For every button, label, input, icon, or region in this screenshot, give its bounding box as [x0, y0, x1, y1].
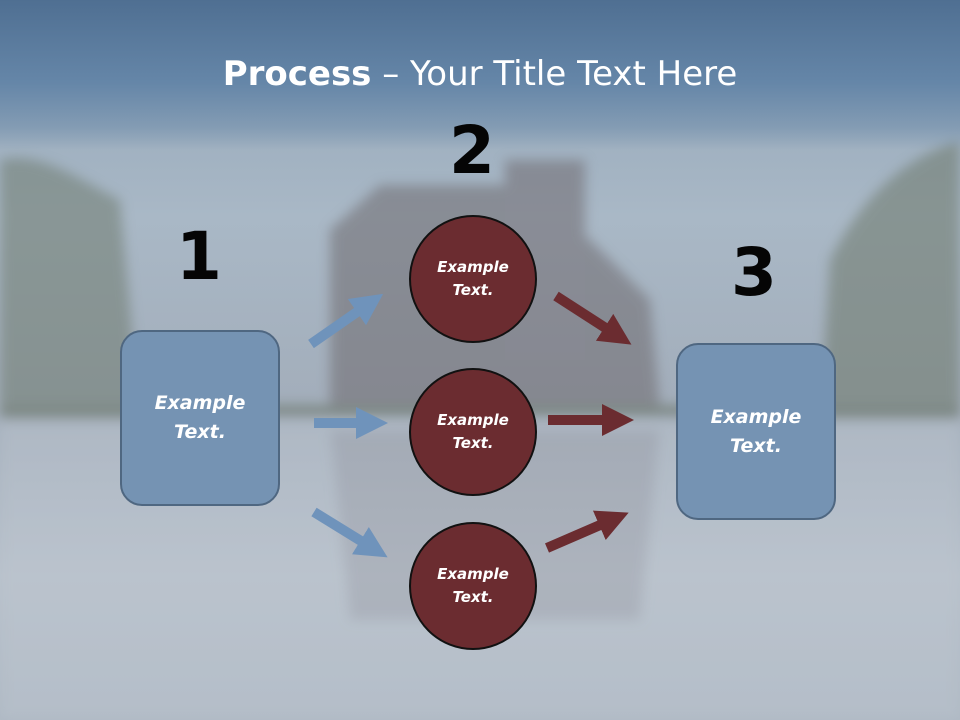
arrow-blue-up — [308, 293, 384, 349]
right-box: Example Text. — [676, 343, 836, 520]
circle-top: Example Text. — [409, 215, 537, 343]
title-bar — [0, 0, 960, 150]
arrow-red-up — [545, 510, 629, 553]
arrow-blue-down — [311, 507, 388, 558]
step-number-2: 2 — [449, 112, 495, 189]
circle-bottom: Example Text. — [409, 522, 537, 650]
title-bold: Process — [222, 54, 372, 94]
arrow-red-down — [553, 291, 632, 345]
circle-middle: Example Text. — [409, 368, 537, 496]
step-number-3: 3 — [731, 234, 777, 311]
slide-title: Process – Your Title Text Here — [0, 52, 960, 96]
step-number-1: 1 — [176, 218, 222, 295]
title-rest: – Your Title Text Here — [371, 54, 738, 94]
left-box: Example Text. — [120, 330, 280, 506]
